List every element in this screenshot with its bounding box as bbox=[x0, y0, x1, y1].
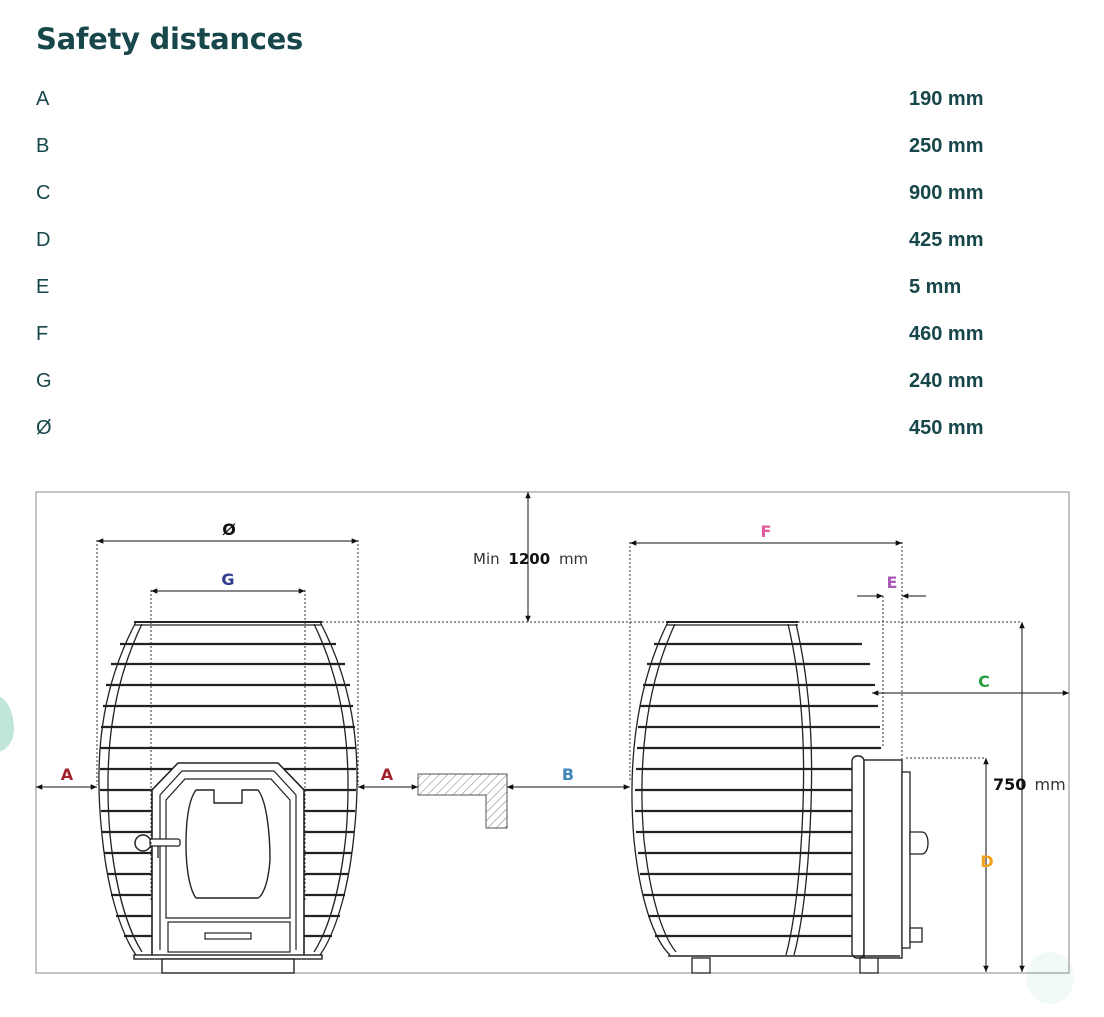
spec-value: 900 mm bbox=[909, 182, 984, 204]
decorative-corner-shape bbox=[1026, 952, 1074, 1004]
spec-value: 250 mm bbox=[909, 135, 984, 157]
spec-row-f: F 460 mm bbox=[36, 312, 1036, 359]
spec-label: F bbox=[36, 323, 49, 345]
spec-row-e: E 5 mm bbox=[36, 265, 1036, 312]
spec-label: G bbox=[36, 370, 52, 392]
dimension-label-g: G bbox=[221, 570, 234, 589]
wall-block bbox=[417, 773, 508, 829]
total-height-unit: mm bbox=[1035, 775, 1066, 794]
dimension-lines bbox=[36, 492, 1069, 972]
spec-label: Ø bbox=[36, 417, 52, 439]
page-title: Safety distances bbox=[36, 22, 303, 56]
heater-side-view bbox=[631, 621, 929, 974]
dimension-label-c: C bbox=[978, 672, 990, 691]
spec-row-a: A 190 mm bbox=[36, 77, 1036, 124]
spec-label: E bbox=[36, 276, 50, 298]
spec-row-c: C 900 mm bbox=[36, 171, 1036, 218]
spec-label: A bbox=[36, 88, 50, 110]
spec-row-g: G 240 mm bbox=[36, 359, 1036, 406]
spec-value: 240 mm bbox=[909, 370, 984, 392]
min-height-label: Min 1200 mm bbox=[473, 550, 588, 568]
spec-value: 190 mm bbox=[909, 88, 984, 110]
spec-value: 450 mm bbox=[909, 417, 984, 439]
dimension-label-e: E bbox=[887, 573, 898, 592]
dimension-label-a-mid: A bbox=[381, 765, 394, 784]
dimension-label-diameter: Ø bbox=[222, 520, 236, 539]
min-height-unit: mm bbox=[559, 550, 588, 568]
heater-front-view bbox=[98, 621, 358, 974]
decorative-leaf-shape bbox=[0, 696, 14, 752]
min-height-value: 1200 bbox=[508, 550, 550, 568]
dimension-label-a-left: A bbox=[61, 765, 74, 784]
dimension-label-d: D bbox=[980, 852, 993, 871]
spec-value: 425 mm bbox=[909, 229, 984, 251]
room-outline bbox=[35, 491, 1070, 974]
min-height-prefix: Min bbox=[473, 550, 500, 568]
dimension-label-b: B bbox=[562, 765, 574, 784]
spec-label: D bbox=[36, 229, 51, 251]
spec-value: 5 mm bbox=[909, 276, 962, 298]
total-height-label: 750 mm bbox=[993, 775, 1066, 794]
total-height-value: 750 bbox=[993, 775, 1026, 794]
spec-row-d: D 425 mm bbox=[36, 218, 1036, 265]
spec-row-diameter: Ø 450 mm bbox=[36, 406, 1036, 453]
spec-label: C bbox=[36, 182, 51, 204]
spec-row-b: B 250 mm bbox=[36, 124, 1036, 171]
dimension-label-f: F bbox=[761, 522, 772, 541]
spec-value: 460 mm bbox=[909, 323, 984, 345]
spec-label: B bbox=[36, 135, 50, 157]
safety-distance-list: A 190 mm B 250 mm C 900 mm D 425 mm E 5 … bbox=[36, 77, 1036, 453]
